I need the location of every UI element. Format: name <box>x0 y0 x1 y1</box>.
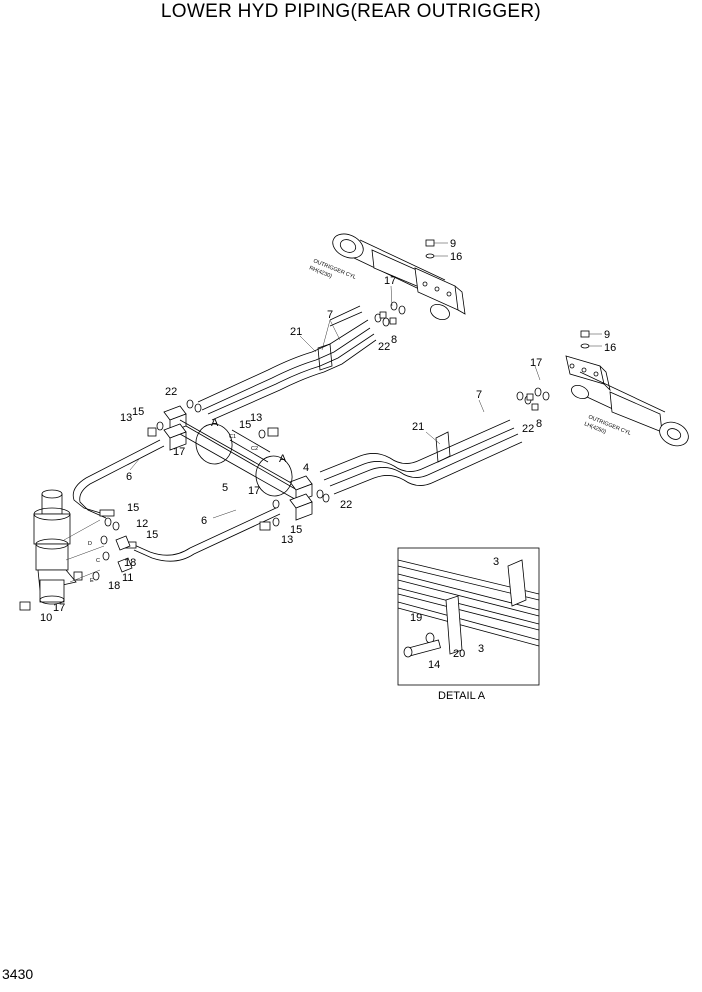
callout-8-rh: 8 <box>391 334 397 346</box>
callout-15-lower: 15 <box>290 524 302 536</box>
callout-22-rh: 22 <box>378 341 390 353</box>
section-mark-a-2: A <box>279 453 287 465</box>
upper-pipe-pair <box>197 305 377 421</box>
callout-7-lower: 7 <box>476 389 482 401</box>
callout-17-lh: 17 <box>530 357 542 369</box>
rh-plug-and-oring <box>425 239 448 259</box>
callout-6-lower: 6 <box>201 515 207 527</box>
callout-19: 19 <box>410 612 422 624</box>
port-label-c1: C1 <box>229 434 236 440</box>
hose-6-upper <box>72 439 165 519</box>
manifold-loose-fittings <box>147 399 330 531</box>
lh-plug-and-oring <box>580 330 602 349</box>
lh-port-fittings <box>516 387 550 411</box>
detail-a-box <box>397 547 540 686</box>
callout-17-swivel: 17 <box>53 602 65 614</box>
callout-15-left: 15 <box>132 406 144 418</box>
callout-9-lh: 9 <box>604 329 610 341</box>
callout-8-lh: 8 <box>536 418 542 430</box>
central-manifold <box>163 405 313 521</box>
callout-22-lh: 22 <box>522 423 534 435</box>
callout-15-swivel-a: 15 <box>127 502 139 514</box>
callout-10: 10 <box>40 612 52 624</box>
callout-15-swivel-b: 15 <box>146 529 158 541</box>
callout-6-upper: 6 <box>126 471 132 483</box>
callout-18-upper: 18 <box>124 557 136 569</box>
section-mark-a-1: A <box>211 417 219 429</box>
rh-port-fittings <box>374 301 406 327</box>
callout-18-lower: 18 <box>108 580 120 592</box>
lh-outrigger-cylinder <box>565 355 689 447</box>
callout-3-detail-bottom: 3 <box>478 643 484 655</box>
callout-13-lower: 13 <box>281 534 293 546</box>
callout-21-lower: 21 <box>412 421 424 433</box>
port-label-d: D <box>88 541 92 547</box>
callout-14: 14 <box>428 659 440 671</box>
callout-13-center: 13 <box>250 412 262 424</box>
callout-17-lower: 17 <box>248 485 260 497</box>
callout-leaders <box>129 285 541 519</box>
callout-22-manifold-top: 22 <box>165 386 177 398</box>
detail-a-caption: DETAIL A <box>438 690 486 702</box>
callout-4: 4 <box>303 462 309 474</box>
callout-20: 20 <box>453 648 465 660</box>
callout-numbers: 9 16 17 7 21 22 8 9 16 17 7 21 22 8 22 1… <box>40 238 616 671</box>
callout-16-rh: 16 <box>450 251 462 263</box>
page-title: LOWER HYD PIPING(REAR OUTRIGGER) <box>160 1 542 22</box>
callout-9-rh: 9 <box>450 238 456 250</box>
callout-13-left: 13 <box>120 412 132 424</box>
callout-22-lower: 22 <box>340 499 352 511</box>
swivel-joint <box>19 489 105 611</box>
callout-15-center: 15 <box>239 419 251 431</box>
port-label-c: C <box>96 558 100 564</box>
page-number: 3430 <box>2 966 34 982</box>
lower-pipe-pair <box>319 419 523 495</box>
callout-17-manifold: 17 <box>173 446 185 458</box>
callout-7-upper: 7 <box>327 309 333 321</box>
callout-17-rh: 17 <box>384 275 396 287</box>
port-label-c2: C2 <box>251 446 258 452</box>
callout-12: 12 <box>136 518 148 530</box>
callout-5: 5 <box>222 482 228 494</box>
rh-outrigger-cylinder <box>332 233 466 321</box>
callout-16-lh: 16 <box>604 342 616 354</box>
callout-11: 11 <box>122 572 133 584</box>
callout-3-detail-top: 3 <box>493 556 499 568</box>
swivel-fittings <box>92 517 133 581</box>
port-label-e: E <box>90 578 94 584</box>
callout-21-upper: 21 <box>290 326 302 338</box>
